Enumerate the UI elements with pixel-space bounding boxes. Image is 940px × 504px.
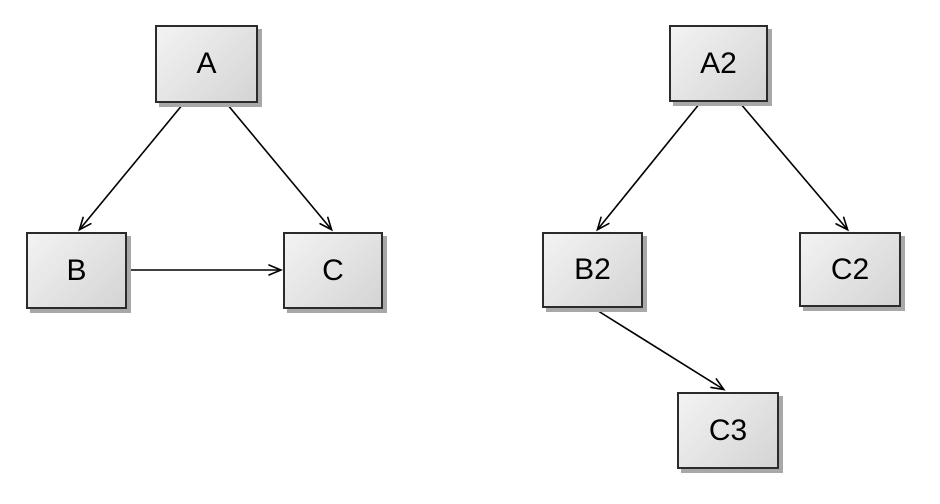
node-label: C (322, 253, 344, 287)
edge-A2-to-B2[interactable] (598, 102, 701, 229)
node-A[interactable]: A (155, 25, 258, 103)
node-C[interactable]: C (283, 232, 383, 309)
node-label: C3 (708, 413, 748, 447)
node-label: C2 (830, 252, 870, 286)
node-label: A (196, 47, 217, 80)
node-label: A2 (700, 46, 737, 80)
node-C3[interactable]: C3 (677, 392, 779, 469)
node-A2[interactable]: A2 (669, 25, 768, 102)
edge-A-to-C[interactable] (226, 103, 331, 229)
node-label: B2 (574, 253, 611, 286)
node-B2[interactable]: B2 (542, 232, 643, 308)
node-label: B (66, 253, 87, 287)
edge-B2-to-C3[interactable] (594, 308, 723, 389)
edge-A2-to-C2[interactable] (739, 102, 847, 229)
node-C2[interactable]: C2 (799, 232, 901, 307)
node-B[interactable]: B (26, 232, 127, 309)
edge-A-to-B[interactable] (80, 103, 184, 229)
